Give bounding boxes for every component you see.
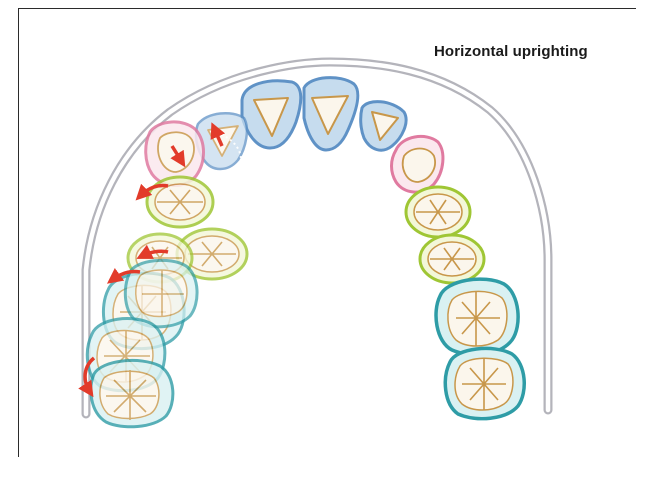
incisor-tooth xyxy=(304,78,358,150)
molar-tooth xyxy=(445,348,524,418)
premolar-tooth xyxy=(420,235,484,283)
molar-tooth xyxy=(91,360,173,426)
molars xyxy=(87,260,524,426)
incisor-tooth xyxy=(242,81,301,148)
molar-tooth xyxy=(436,279,518,354)
canine-tooth xyxy=(392,136,443,192)
premolar-tooth xyxy=(406,187,470,237)
incisors xyxy=(196,78,406,169)
